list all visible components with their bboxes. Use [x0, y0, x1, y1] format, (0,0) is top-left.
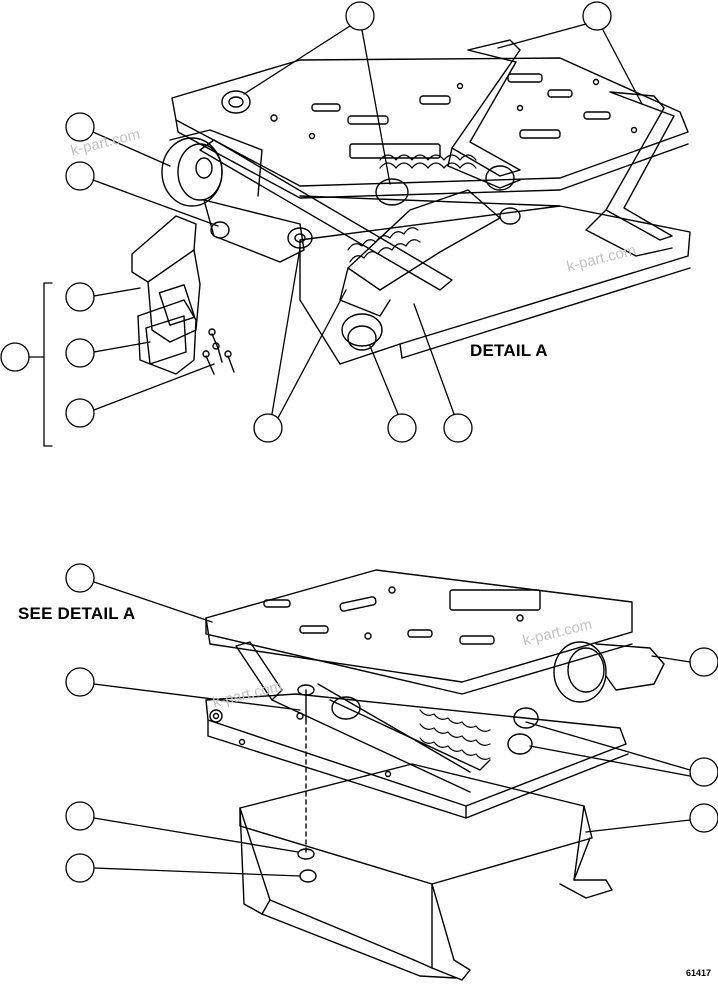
callouts-top: [0, 1, 643, 447]
nut: [299, 869, 317, 883]
callout-circle: [65, 338, 95, 368]
callout-circle: [345, 1, 375, 31]
bracket: [203, 199, 313, 263]
see-detail-a-label: SEE DETAIL A: [18, 604, 136, 623]
shock-absorber: [339, 165, 521, 351]
figure-number: 61417: [686, 968, 712, 978]
lift-handle: [451, 39, 521, 177]
callout-circle: [65, 161, 95, 191]
clip: [137, 299, 197, 375]
spring: [347, 154, 477, 263]
callout-circle: [65, 563, 95, 593]
callout-circle: [65, 398, 95, 428]
callouts-bottom: [65, 563, 718, 883]
callout-circle: [443, 413, 473, 443]
detail-a-assembly: [131, 39, 691, 375]
top-plate: [171, 57, 689, 187]
callout-circle: [689, 803, 718, 833]
callout-circle: [65, 667, 95, 697]
bushing: [221, 90, 251, 114]
adjustment-knob: [553, 641, 665, 703]
adjustment-knob: [161, 129, 263, 207]
callout-circle: [65, 853, 95, 883]
callout-circle: [0, 342, 30, 372]
screws: [202, 328, 235, 375]
detail-a-label: DETAIL A: [470, 341, 548, 360]
lever: [131, 215, 201, 343]
spring: [419, 709, 491, 760]
callout-circle: [65, 801, 95, 831]
callout-circle: [387, 413, 417, 443]
callout-circle: [253, 413, 283, 443]
full-assembly: [205, 569, 665, 981]
callout-circle: [65, 112, 95, 142]
bottom-frame: [205, 693, 627, 807]
callout-circle: [582, 1, 612, 31]
callout-circle: [65, 282, 95, 312]
lift-handle-2: [605, 91, 675, 241]
base-pedestal: [239, 763, 613, 981]
washer: [297, 848, 315, 860]
top-plate: [205, 569, 633, 683]
callout-circle: [689, 647, 718, 677]
bottom-frame: [299, 205, 691, 365]
callout-circle: [689, 757, 718, 787]
